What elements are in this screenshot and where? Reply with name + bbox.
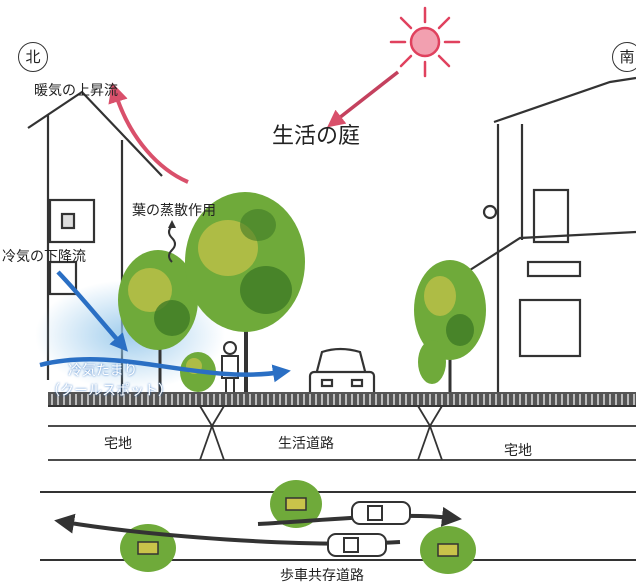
plan-car-1 — [351, 501, 411, 525]
warm-updraft-label: 暖気の上昇流 — [34, 83, 118, 99]
right-house — [469, 76, 636, 392]
shared-road-label: 歩車共存道路 — [280, 568, 364, 584]
plan-tree-3 — [420, 526, 476, 574]
lot-left-label: 宅地 — [104, 436, 132, 452]
warm-updraft-arrow — [108, 82, 189, 184]
cold-pool-label: 冷気たまり — [68, 363, 138, 379]
living-road-label: 生活道路 — [278, 436, 334, 452]
tree-right — [414, 260, 486, 392]
section-lines — [48, 405, 636, 461]
plan-tree-1 — [270, 480, 322, 528]
tree-left — [118, 250, 198, 392]
cold-downdraft-arrow — [56, 270, 128, 352]
lot-right-label: 宅地 — [504, 443, 532, 459]
north-marker: 北 — [18, 42, 48, 72]
pedestrian-icon — [221, 341, 239, 394]
sun-icon — [389, 6, 461, 78]
diagram-title: 生活の庭 — [272, 124, 361, 149]
south-marker: 南 — [612, 42, 636, 72]
cold-flow-arrow — [39, 357, 291, 383]
plan-car-2 — [327, 533, 387, 557]
transpiration-label: 葉の蒸散作用 — [132, 203, 216, 219]
ground-fence — [48, 392, 636, 407]
cool-spot-label: （クールスポット） — [46, 383, 172, 399]
tree-center-large — [185, 192, 305, 392]
cold-downdraft-label: 冷気の下降流 — [2, 249, 86, 265]
sunlight-arrow — [327, 70, 400, 128]
transpiration-squiggle-icon — [168, 225, 176, 263]
